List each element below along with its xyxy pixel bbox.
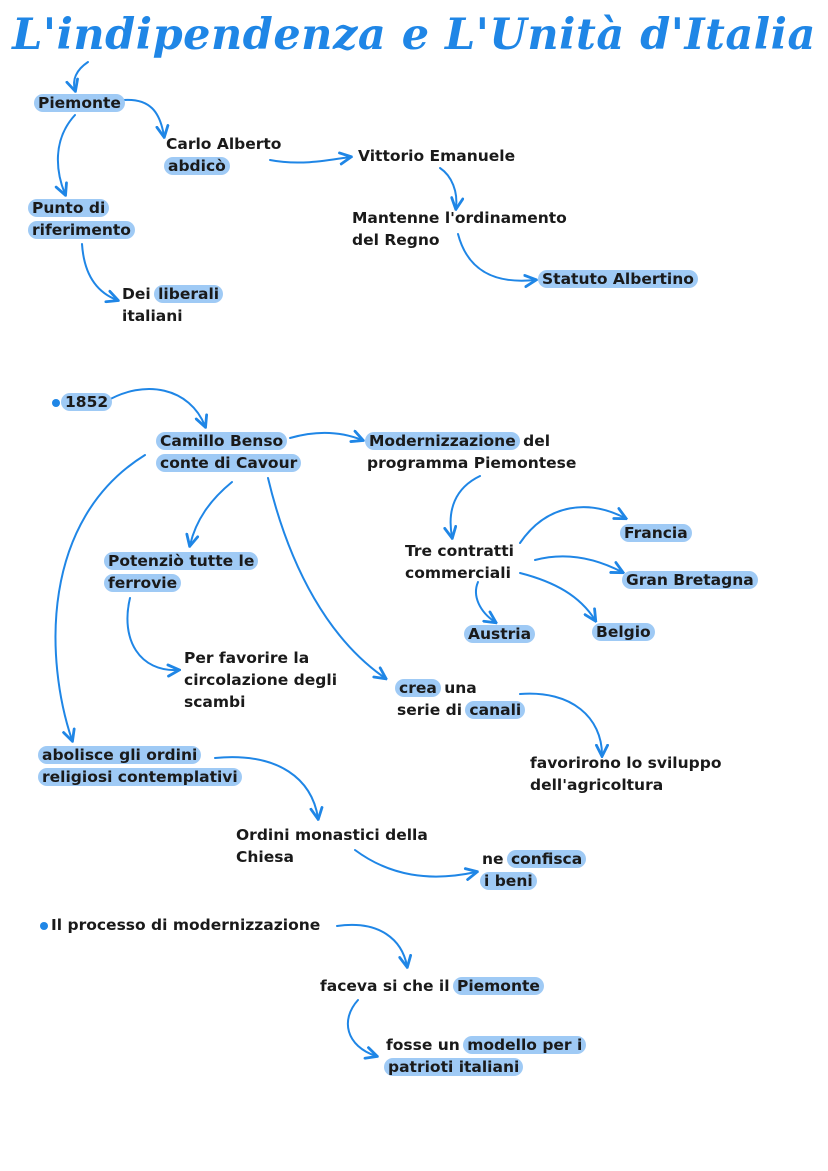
- node-canali: crea una serie di canali: [395, 677, 526, 721]
- page-title: L'indipendenza e L'Unità d'Italia: [12, 10, 816, 60]
- arrow-camillo-modern: [289, 433, 362, 440]
- node-canali-suffix: una: [444, 679, 477, 697]
- node-liberali: Dei liberali italiani: [122, 283, 224, 327]
- arrow-camillo-canali: [267, 477, 385, 678]
- arrow-contratti-austria: [475, 581, 495, 622]
- arrow-canali-agricoltura: [519, 692, 602, 755]
- node-scambi: Per favorire la circolazione degli scamb…: [184, 647, 337, 713]
- node-mantenne-line2: del Regno: [352, 231, 440, 249]
- node-liberali-hl: liberali: [154, 285, 224, 303]
- arrow-contratti-francia: [519, 506, 625, 544]
- node-faceva-prefix: faceva si che il: [320, 977, 450, 995]
- node-modello: fosse un modello per i patrioti italiani: [384, 1034, 587, 1078]
- arrow-title-piemonte: [74, 61, 89, 90]
- node-camillo-line1: Camillo Benso: [156, 432, 288, 450]
- node-camillo-line2: conte di Cavour: [156, 454, 302, 472]
- arrow-processo-faceva: [336, 923, 407, 966]
- node-mantenne-line1: Mantenne l'ordinamento: [352, 209, 567, 227]
- arrow-ordini-monastici: [214, 756, 318, 818]
- node-confisca-prefix: ne: [482, 850, 504, 868]
- arrow-modern-contratti: [451, 475, 481, 537]
- arrow-contratti-belgio: [519, 572, 595, 620]
- node-statuto: Statuto Albertino: [538, 268, 698, 290]
- node-agricoltura-line2: dell'agricoltura: [530, 776, 664, 794]
- node-vittorio-emanuele: Vittorio Emanuele: [358, 147, 516, 165]
- arrow-piemonte-punto: [58, 114, 76, 194]
- arrow-contratti-gb: [534, 555, 622, 572]
- arrow-ferrovie-scambi: [126, 597, 178, 670]
- node-modello-hl: modello per i: [463, 1036, 587, 1054]
- node-punto-riferimento: Punto di riferimento: [28, 197, 135, 241]
- node-ordini-line1: abolisce gli ordini: [38, 746, 202, 764]
- arrow-mantenne-statuto: [457, 233, 535, 281]
- arrow-camillo-ordini: [54, 454, 146, 740]
- node-ferrovie-line1: Potenziò tutte le: [104, 552, 259, 570]
- node-francia-label: Francia: [620, 524, 692, 542]
- node-modello-line2: patrioti italiani: [384, 1058, 524, 1076]
- node-liberali-line2: italiani: [122, 307, 183, 325]
- node-modern-suffix: del: [523, 432, 551, 450]
- node-gran-bretagna: Gran Bretagna: [622, 569, 758, 591]
- node-scambi-line2: circolazione degli: [184, 671, 338, 689]
- node-austria-label: Austria: [464, 625, 536, 643]
- node-processo-label: Il processo di modernizzazione: [51, 916, 321, 934]
- node-modernizzazione: Modernizzazione del programma Piemontese: [365, 430, 577, 474]
- node-confisca-line2: i beni: [480, 872, 537, 890]
- node-francia: Francia: [620, 522, 692, 544]
- node-gb-label: Gran Bretagna: [622, 571, 758, 589]
- arrow-1852-camillo: [104, 388, 205, 426]
- node-faceva: faceva si che il Piemonte: [320, 975, 544, 997]
- node-mantenne: Mantenne l'ordinamento del Regno: [352, 207, 567, 251]
- node-processo: Il processo di modernizzazione: [40, 914, 320, 936]
- node-agricoltura-line1: favorirono lo sviluppo: [530, 754, 722, 772]
- node-statuto-label: Statuto Albertino: [538, 270, 698, 288]
- arrow-faceva-modello: [346, 999, 376, 1056]
- node-modern-hl: Modernizzazione: [365, 432, 520, 450]
- node-camillo-benso: Camillo Benso conte di Cavour: [156, 430, 302, 474]
- node-1852: 1852: [52, 391, 113, 413]
- node-confisca-hl: confisca: [506, 850, 587, 868]
- node-belgio: Belgio: [592, 621, 655, 643]
- arrow-camillo-ferrovie: [190, 481, 233, 545]
- node-modello-prefix: fosse un: [386, 1036, 460, 1054]
- node-1852-label: 1852: [61, 393, 113, 411]
- node-ordini-line2: religiosi contemplativi: [38, 768, 242, 786]
- arrow-carlo-vittorio: [269, 157, 350, 163]
- node-punto-line1: Punto di: [28, 199, 110, 217]
- node-contratti-line2: commerciali: [405, 564, 511, 582]
- node-liberali-prefix: Dei: [122, 285, 151, 303]
- node-canali-hl1: crea: [395, 679, 441, 697]
- node-punto-line2: riferimento: [28, 221, 135, 239]
- node-agricoltura: favorirono lo sviluppo dell'agricoltura: [530, 752, 721, 796]
- bullet-dot: [40, 921, 48, 930]
- node-faceva-hl: Piemonte: [452, 977, 544, 995]
- arrow-piemonte-carlo: [122, 98, 164, 136]
- node-ferrovie-line2: ferrovie: [104, 574, 182, 592]
- node-piemonte-label: Piemonte: [34, 94, 125, 112]
- node-scambi-line1: Per favorire la: [184, 649, 310, 667]
- node-scambi-line3: scambi: [184, 693, 246, 711]
- node-carlo-alberto-line1: Carlo Alberto: [166, 135, 282, 153]
- node-ordini-religiosi: abolisce gli ordini religiosi contemplat…: [38, 744, 242, 788]
- node-canali-hl2: canali: [465, 701, 526, 719]
- arrow-vittorio-mantenne: [439, 167, 456, 208]
- node-ferrovie: Potenziò tutte le ferrovie: [104, 550, 259, 594]
- node-carlo-alberto-line2: abdicò: [164, 157, 230, 175]
- node-belgio-label: Belgio: [592, 623, 655, 641]
- node-monastici-line1: Ordini monastici della: [236, 826, 428, 844]
- node-piemonte: Piemonte: [34, 92, 125, 114]
- node-austria: Austria: [464, 623, 536, 645]
- node-tre-contratti: Tre contratti commerciali: [405, 540, 514, 584]
- node-carlo-alberto: Carlo Alberto abdicò: [164, 133, 282, 177]
- node-contratti-line1: Tre contratti: [405, 542, 514, 560]
- node-canali-prefix: serie di: [397, 701, 463, 719]
- arrow-monastici-confisca: [354, 849, 476, 877]
- node-ordini-monastici: Ordini monastici della Chiesa: [236, 824, 428, 868]
- arrow-punto-liberali: [81, 243, 117, 300]
- node-monastici-line2: Chiesa: [236, 848, 294, 866]
- node-confisca: ne confisca i beni: [480, 848, 587, 892]
- node-modern-line2: programma Piemontese: [367, 454, 577, 472]
- bullet-dot: [52, 398, 60, 407]
